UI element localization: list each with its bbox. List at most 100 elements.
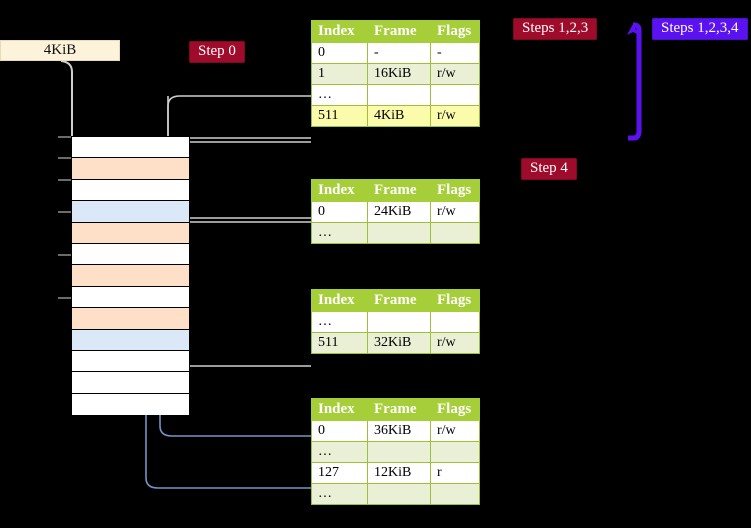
cell-flags: r/w (430, 63, 480, 85)
cell-index: … (311, 311, 368, 333)
memory-frame-row (72, 243, 189, 266)
column-header-frame: Frame (367, 179, 431, 202)
cell-frame: 36KiB (367, 420, 431, 442)
cell-frame (367, 222, 431, 244)
column-header-index: Index (311, 398, 368, 421)
cell-frame (367, 441, 431, 463)
cell-index: 511 (311, 105, 368, 127)
table-row: … (311, 222, 480, 244)
connector-step0 (60, 60, 72, 148)
cell-index: 127 (311, 462, 368, 484)
cell-index: … (311, 441, 368, 463)
memory-tick (58, 211, 72, 213)
table-header-row: Index Frame Flags (311, 20, 480, 43)
badge-step-0: Step 0 (189, 41, 245, 63)
column-header-frame: Frame (367, 398, 431, 421)
cell-frame (367, 84, 431, 106)
table-row: … (311, 84, 480, 106)
cell-index: … (311, 84, 368, 106)
table-row: … (311, 441, 480, 463)
memory-tick (58, 157, 72, 159)
memory-frame-row (72, 308, 189, 330)
table-row: … (311, 311, 480, 333)
connector-pdpt-to-memory (178, 217, 311, 233)
cell-index: 1 (311, 63, 368, 85)
cell-index: 511 (311, 332, 368, 354)
cell-index: 0 (311, 201, 368, 223)
column-header-flags: Flags (430, 398, 480, 421)
memory-tick (58, 136, 72, 138)
memory-size-label-text: 4KiB (43, 42, 77, 58)
column-header-frame: Frame (367, 20, 431, 43)
memory-tick (58, 179, 72, 181)
connector-pml4-row-right (178, 141, 311, 152)
cell-flags (430, 84, 480, 106)
cell-frame: 12KiB (367, 462, 431, 484)
column-header-index: Index (311, 289, 368, 312)
memory-size-label: 4KiB (0, 40, 120, 61)
badge-steps-123: Steps 1,2,3 (513, 18, 598, 40)
memory-frame-row (72, 350, 189, 373)
column-header-frame: Frame (367, 289, 431, 312)
cell-index: 0 (311, 42, 368, 64)
column-header-index: Index (311, 179, 368, 202)
memory-frame-row (72, 286, 189, 309)
table-header-row: Index Frame Flags (311, 398, 480, 421)
memory-frame-row (72, 137, 189, 159)
cell-flags (430, 483, 480, 505)
badge-step-4: Step 4 (521, 158, 577, 180)
column-header-flags: Flags (430, 20, 480, 43)
cell-flags: r/w (430, 332, 480, 354)
memory-frame-row (72, 158, 189, 180)
memory-tick (58, 254, 72, 256)
cell-flags (430, 441, 480, 463)
cell-flags: r/w (430, 105, 480, 127)
memory-tick (58, 297, 72, 299)
column-header-index: Index (311, 20, 368, 43)
table-header-row: Index Frame Flags (311, 289, 480, 312)
cell-flags: r (430, 462, 480, 484)
cell-flags: - (430, 42, 480, 64)
cell-flags (430, 222, 480, 244)
cell-frame: 24KiB (367, 201, 431, 223)
cell-flags: r/w (430, 420, 480, 442)
table-row: … (311, 483, 480, 505)
column-header-flags: Flags (430, 179, 480, 202)
cell-index: … (311, 222, 368, 244)
physical-memory-column (71, 136, 190, 416)
connector-steps-feedback (627, 22, 642, 141)
connector-pd-to-memory (178, 221, 311, 276)
cell-frame: 4KiB (367, 105, 431, 127)
memory-frame-row (72, 179, 189, 202)
memory-frame-row (72, 372, 189, 394)
table-header-row: Index Frame Flags (311, 179, 480, 202)
memory-frame-row (72, 393, 189, 416)
memory-frame-row (72, 222, 189, 244)
column-header-flags: Flags (430, 289, 480, 312)
badge-steps-1234: Steps 1,2,3,4 (652, 18, 748, 40)
cell-frame (367, 483, 431, 505)
cell-flags: r/w (430, 201, 480, 223)
cell-frame: 32KiB (367, 332, 431, 354)
cell-frame: 16KiB (367, 63, 431, 85)
memory-frame-row (72, 265, 189, 287)
memory-tick-marks (58, 136, 72, 415)
cell-flags (430, 311, 480, 333)
cell-index: 0 (311, 420, 368, 442)
cell-frame (367, 311, 431, 333)
memory-frame-row (72, 201, 189, 223)
